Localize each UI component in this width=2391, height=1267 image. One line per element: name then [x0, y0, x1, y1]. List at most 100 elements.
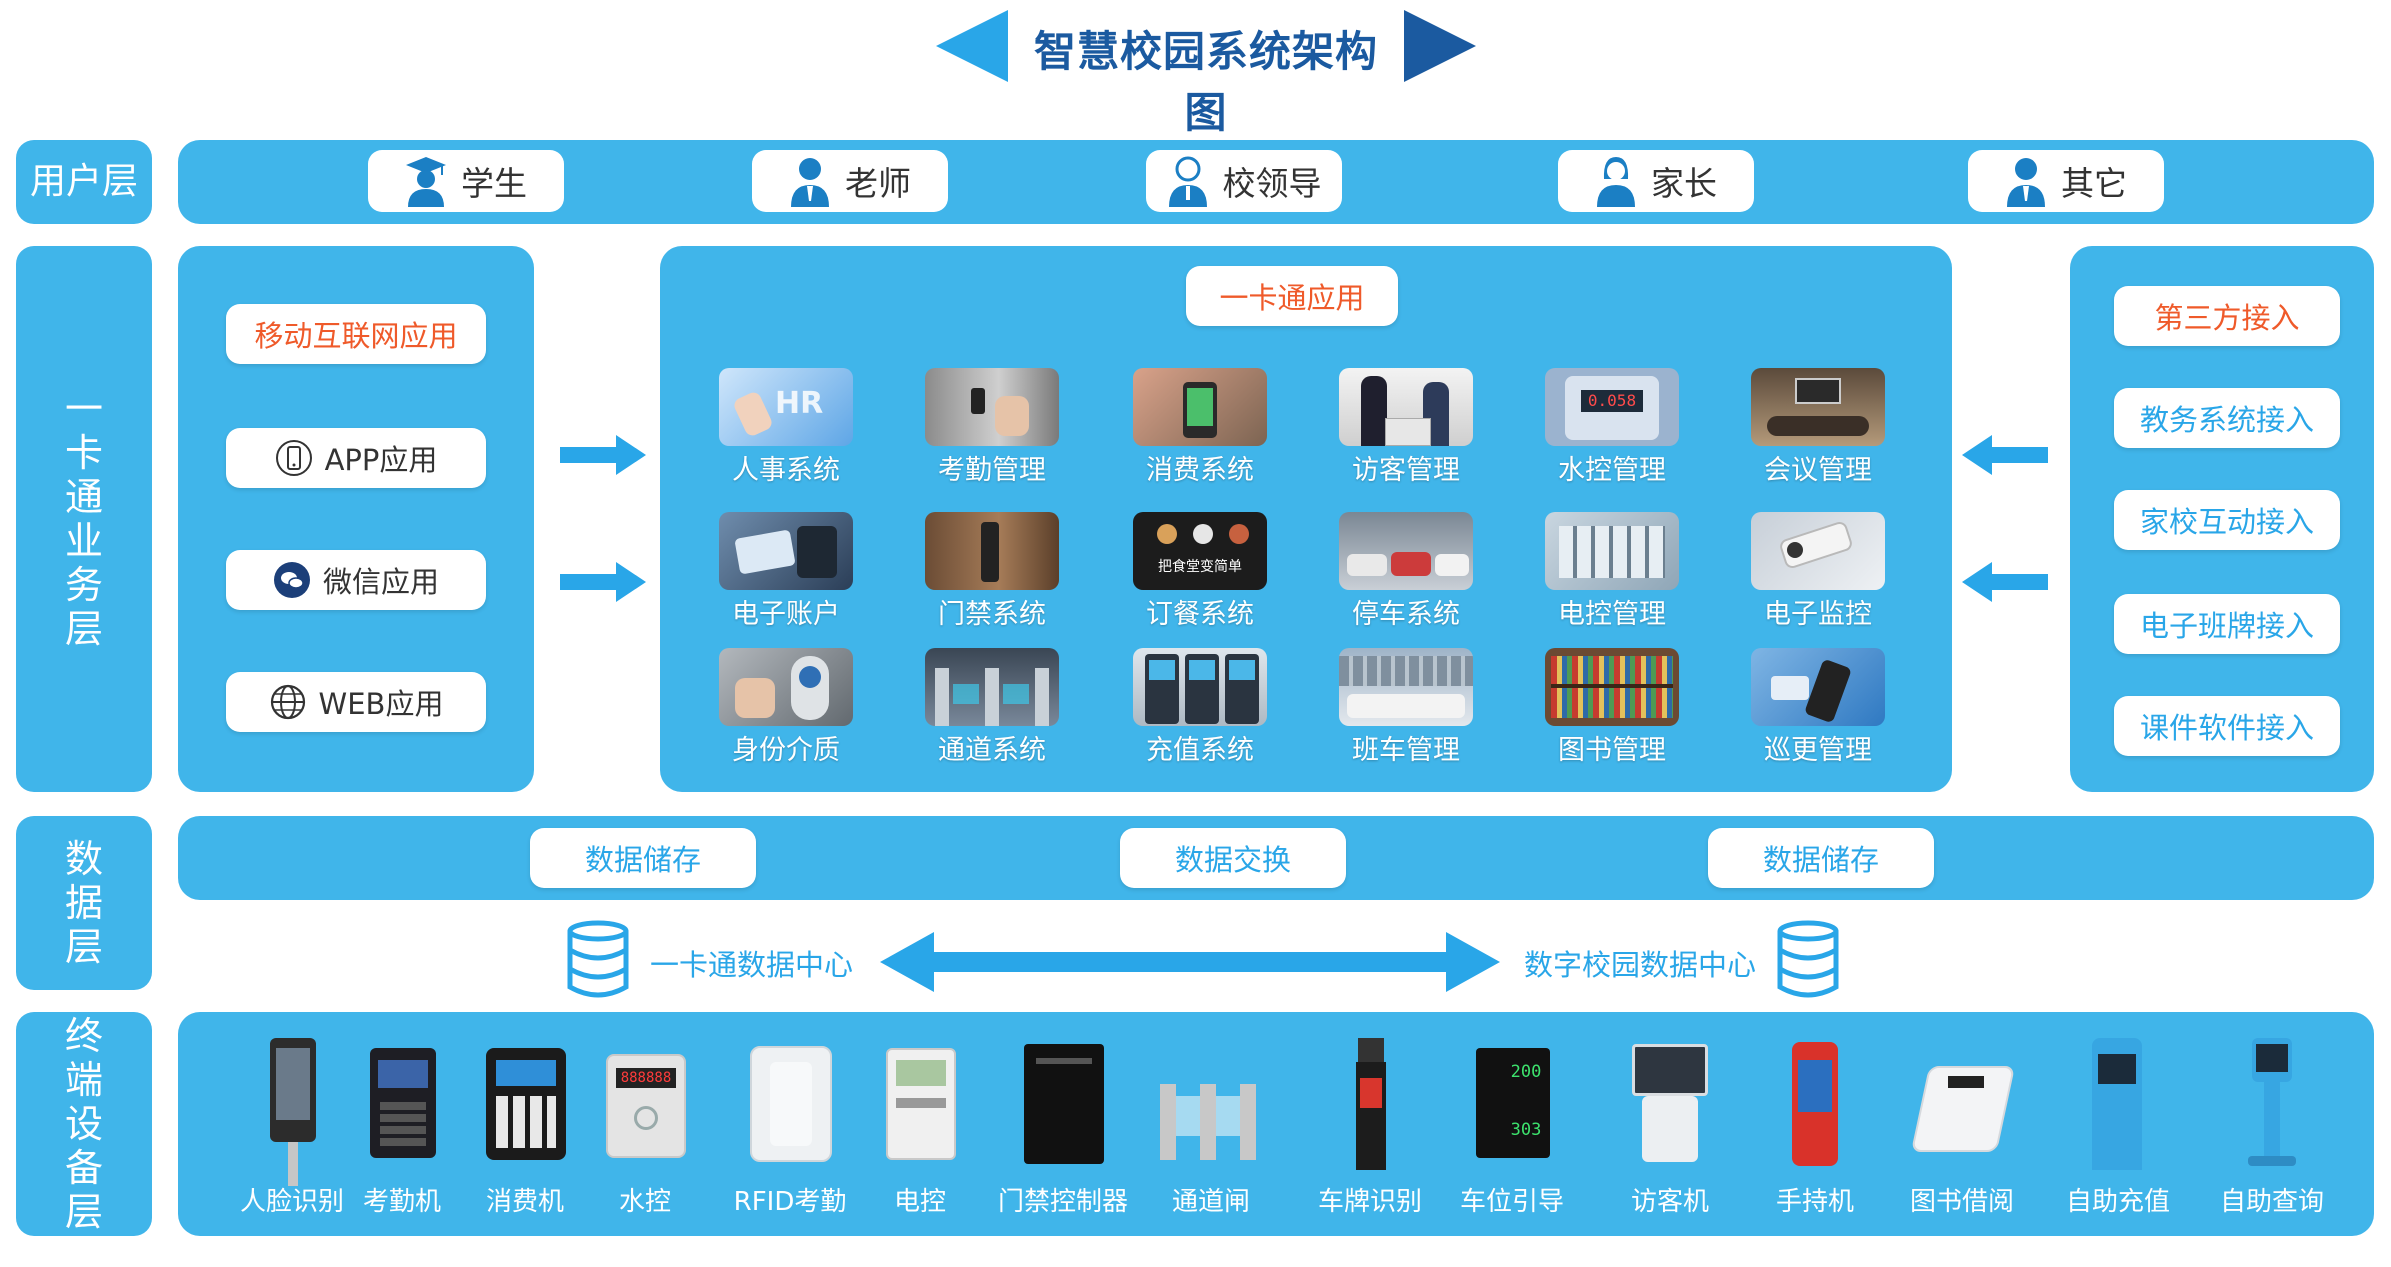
device-label: RFID考勤	[733, 1187, 847, 1217]
database-icon	[567, 920, 629, 998]
visitor-thumbnail	[1339, 368, 1473, 446]
device-self-top-up: 自助充值	[2066, 1038, 2170, 1218]
layer-label-user: 用户层	[16, 140, 152, 224]
top-up-thumbnail	[1133, 648, 1267, 726]
attendance-thumbnail	[925, 368, 1059, 446]
app-access-control[interactable]: 门禁系统	[922, 512, 1062, 631]
wechat-application-text: 微信应用	[322, 565, 439, 599]
patrol-thumbnail	[1751, 648, 1885, 726]
app-parking-system[interactable]: 停车系统	[1336, 512, 1476, 631]
device-parking-guidance: 200 303 车位引导	[1460, 1038, 1564, 1218]
right-arrow-icon	[560, 435, 646, 475]
user-teacher: 老师	[752, 150, 948, 212]
device-electric-meter: 电控	[880, 1038, 960, 1218]
e-class-board-access: 电子班牌接入	[2114, 594, 2340, 654]
device-label: 消费机	[485, 1187, 564, 1217]
device-label: 门禁控制器	[997, 1187, 1128, 1217]
app-patrol-management[interactable]: 巡更管理	[1748, 648, 1888, 767]
app-label: 图书管理	[1558, 735, 1666, 766]
app-label: 停车系统	[1352, 599, 1460, 630]
diagram-title: 智慧校园系统架构图	[1033, 27, 1378, 137]
meeting-thumbnail	[1751, 368, 1885, 446]
data-exchange-text: 数据交换	[1174, 843, 1291, 877]
parking-display-top: 200	[1510, 1062, 1542, 1082]
app-label: 充值系统	[1146, 735, 1254, 766]
device-label: 手持机	[1775, 1187, 1854, 1217]
device-access-controller: 门禁控制器	[998, 1038, 1128, 1218]
user-parent-label: 家长	[1651, 164, 1717, 203]
device-handheld: 手持机	[1776, 1038, 1854, 1218]
device-plate-recognition: 车牌识别	[1318, 1038, 1422, 1218]
device-attendance-machine: 考勤机	[362, 1038, 442, 1218]
student-icon	[406, 157, 446, 207]
principal-icon	[1168, 156, 1207, 207]
user-principal-label: 校领导	[1222, 164, 1322, 203]
app-e-account[interactable]: 电子账户	[716, 512, 856, 631]
app-electric-control[interactable]: 电控管理	[1542, 512, 1682, 631]
parent-icon	[1597, 157, 1635, 207]
device-rfid-reader: RFID考勤	[734, 1038, 846, 1218]
parking-display-bottom: 303	[1510, 1120, 1542, 1140]
hr-thumbnail: HR	[719, 368, 853, 446]
app-attendance[interactable]: 考勤管理	[922, 368, 1062, 487]
one-card-app-panel	[660, 246, 1952, 792]
data-storage-left: 数据储存	[530, 828, 756, 888]
layer-label-data-text: 数据层	[64, 837, 103, 969]
app-top-up-system[interactable]: 充值系统	[1130, 648, 1270, 767]
surveillance-thumbnail	[1751, 512, 1885, 590]
app-library-management[interactable]: 图书管理	[1542, 648, 1682, 767]
app-meal-ordering[interactable]: 把食堂变简单 订餐系统	[1130, 512, 1270, 631]
water-meter-thumbnail: 0.058	[1545, 368, 1679, 446]
device-label: 自助充值	[2065, 1187, 2170, 1217]
app-hr-system[interactable]: HR 人事系统	[716, 368, 856, 487]
academic-system-access-text: 教务系统接入	[2139, 403, 2314, 437]
device-water-controller: 888888 水控	[600, 1038, 690, 1218]
parking-thumbnail	[1339, 512, 1473, 590]
user-other: 其它	[1968, 150, 2164, 212]
data-storage-right-text: 数据储存	[1762, 843, 1879, 877]
right-arrow-icon	[560, 562, 646, 602]
app-visitor-management[interactable]: 访客管理	[1336, 368, 1476, 487]
meal-ordering-thumb-text: 把食堂变简单	[1158, 559, 1242, 575]
app-application: APP应用	[226, 428, 486, 488]
device-pos-machine: 消费机	[480, 1038, 570, 1218]
app-label: 巡更管理	[1764, 735, 1872, 766]
app-label: 电控管理	[1558, 599, 1666, 630]
access-control-thumbnail	[925, 512, 1059, 590]
app-shuttle-bus[interactable]: 班车管理	[1336, 648, 1476, 767]
layer-label-business-text: 一卡通业务层	[64, 387, 103, 651]
wechat-application: 微信应用	[226, 550, 486, 610]
water-controller-display: 888888	[616, 1068, 676, 1088]
app-video-surveillance[interactable]: 电子监控	[1748, 512, 1888, 631]
database-icon	[1777, 920, 1839, 998]
app-consumption[interactable]: 消费系统	[1130, 368, 1270, 487]
title-right-arrow-icon	[1404, 10, 1476, 82]
diagram-title-banner: 智慧校园系统架构图	[936, 10, 1476, 137]
mobile-internet-heading-text: 移动互联网应用	[254, 319, 458, 353]
wechat-icon	[273, 562, 310, 598]
app-application-text: APP应用	[324, 443, 438, 477]
user-teacher-label: 老师	[845, 164, 911, 203]
user-principal: 校领导	[1146, 150, 1342, 212]
academic-system-access: 教务系统接入	[2114, 388, 2340, 448]
device-visitor-kiosk: 访客机	[1620, 1038, 1720, 1218]
app-label: 水控管理	[1558, 455, 1666, 486]
data-storage-right: 数据储存	[1708, 828, 1934, 888]
user-other-label: 其它	[2061, 164, 2127, 203]
app-identity-media[interactable]: 身份介质	[716, 648, 856, 767]
one-card-data-center-label: 一卡通数据中心	[650, 948, 854, 982]
app-meeting-management[interactable]: 会议管理	[1748, 368, 1888, 487]
title-left-arrow-icon	[936, 10, 1008, 82]
e-class-board-access-text: 电子班牌接入	[2139, 609, 2314, 643]
layer-label-business: 一卡通业务层	[16, 246, 152, 792]
user-student-label: 学生	[461, 164, 527, 203]
app-channel-system[interactable]: 通道系统	[922, 648, 1062, 767]
app-label: 身份介质	[732, 735, 840, 766]
device-label: 人脸识别	[239, 1187, 344, 1217]
layer-label-data: 数据层	[16, 816, 152, 990]
left-arrow-icon	[1962, 562, 2048, 602]
app-water-control[interactable]: 0.058 水控管理	[1542, 368, 1682, 487]
data-storage-left-text: 数据储存	[584, 843, 701, 877]
device-turnstile: 通道闸	[1156, 1038, 1266, 1218]
third-party-heading: 第三方接入	[2114, 286, 2340, 346]
